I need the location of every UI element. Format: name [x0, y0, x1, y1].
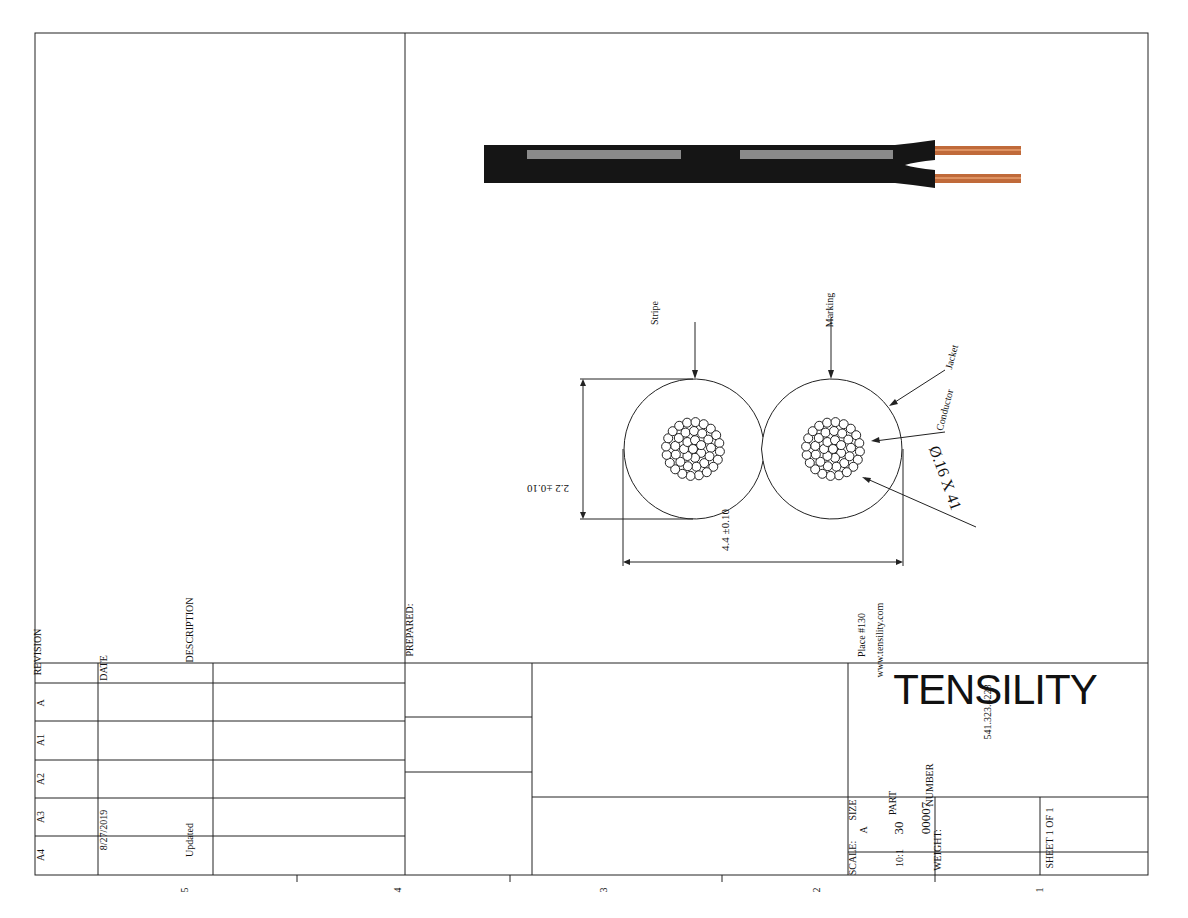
dimension: 4.4 ±0.10	[720, 509, 731, 551]
title-block-value: 00007	[919, 802, 932, 835]
address-text: 541.323.4228	[983, 685, 993, 740]
conductor-strand	[830, 427, 839, 436]
table-cell: A4	[36, 849, 46, 861]
table-cell: Updated	[185, 823, 195, 857]
title-block-value: A	[859, 826, 869, 833]
conductor-strand	[691, 418, 700, 427]
conductor-strand	[831, 418, 840, 427]
zone-number: 1	[1035, 888, 1045, 893]
conductor-strand	[832, 462, 841, 471]
zone-number: 2	[812, 888, 822, 893]
conductor-strand	[692, 462, 701, 471]
sheet-border	[35, 33, 1148, 875]
address-text: Place #130	[857, 613, 867, 657]
title-block-field: PREPARED:	[405, 604, 415, 657]
dimension: 2.2 ±0.10	[527, 483, 569, 494]
table-header: DATE	[99, 655, 109, 681]
callout-label: Stripe	[650, 301, 660, 325]
conductor-strand	[690, 427, 699, 436]
callout-label: Marking	[825, 293, 835, 327]
title-block-field: WEIGHT:	[933, 829, 943, 871]
conductor-strand	[683, 418, 692, 427]
dimension: Ø.16 X 41	[926, 444, 964, 513]
company-logo: TENSILITY	[893, 669, 1096, 711]
zone-number: 3	[599, 888, 609, 893]
conductor-strand	[686, 471, 695, 480]
zone-number: 4	[393, 888, 403, 893]
address-text: www.tensility.com	[875, 603, 885, 678]
zone-number: 5	[180, 888, 190, 893]
callout-label: Jacket	[944, 344, 960, 371]
conductor-strand	[802, 450, 811, 459]
cable-cross-section	[580, 318, 976, 566]
conductor-strand	[662, 450, 671, 459]
conductor-strand	[847, 443, 856, 452]
title-block-field: SHEET 1 OF 1	[1045, 807, 1055, 868]
conductor-strand	[705, 452, 714, 461]
callout-label: Conductor	[935, 388, 956, 431]
title-block-field: SIZE	[848, 799, 858, 820]
title-block-field: PART	[888, 791, 898, 815]
conductor-strand	[671, 450, 680, 459]
title-block-field: NUMBER	[925, 764, 935, 807]
title-block-field: SCALE:	[848, 841, 858, 875]
conductor-strand	[855, 447, 864, 456]
conductor-strand	[707, 443, 716, 452]
table-header: DESCRIPTION	[185, 597, 195, 662]
table-cell: A1	[36, 734, 46, 746]
table-header: REVISION	[33, 629, 43, 676]
cable-side-view	[484, 140, 1021, 188]
conductor-strand	[715, 439, 724, 448]
title-block-value: 10:1	[895, 849, 905, 867]
conductor-strand	[823, 418, 832, 427]
table-cell: 8/27/2019	[99, 810, 109, 851]
title-block-value: 30	[892, 822, 905, 835]
table-cell: A	[36, 699, 46, 706]
conductor-strand	[715, 447, 724, 456]
table-cell: A2	[36, 773, 46, 785]
conductor-strand	[826, 471, 835, 480]
conductor-strand	[845, 452, 854, 461]
conductor-strand	[662, 442, 671, 451]
conductor-strand	[802, 442, 811, 451]
conductor-strand	[811, 450, 820, 459]
conductor-strand	[842, 468, 851, 477]
conductor-strand	[855, 439, 864, 448]
conductor-strand	[702, 468, 711, 477]
table-cell: A3	[36, 811, 46, 823]
